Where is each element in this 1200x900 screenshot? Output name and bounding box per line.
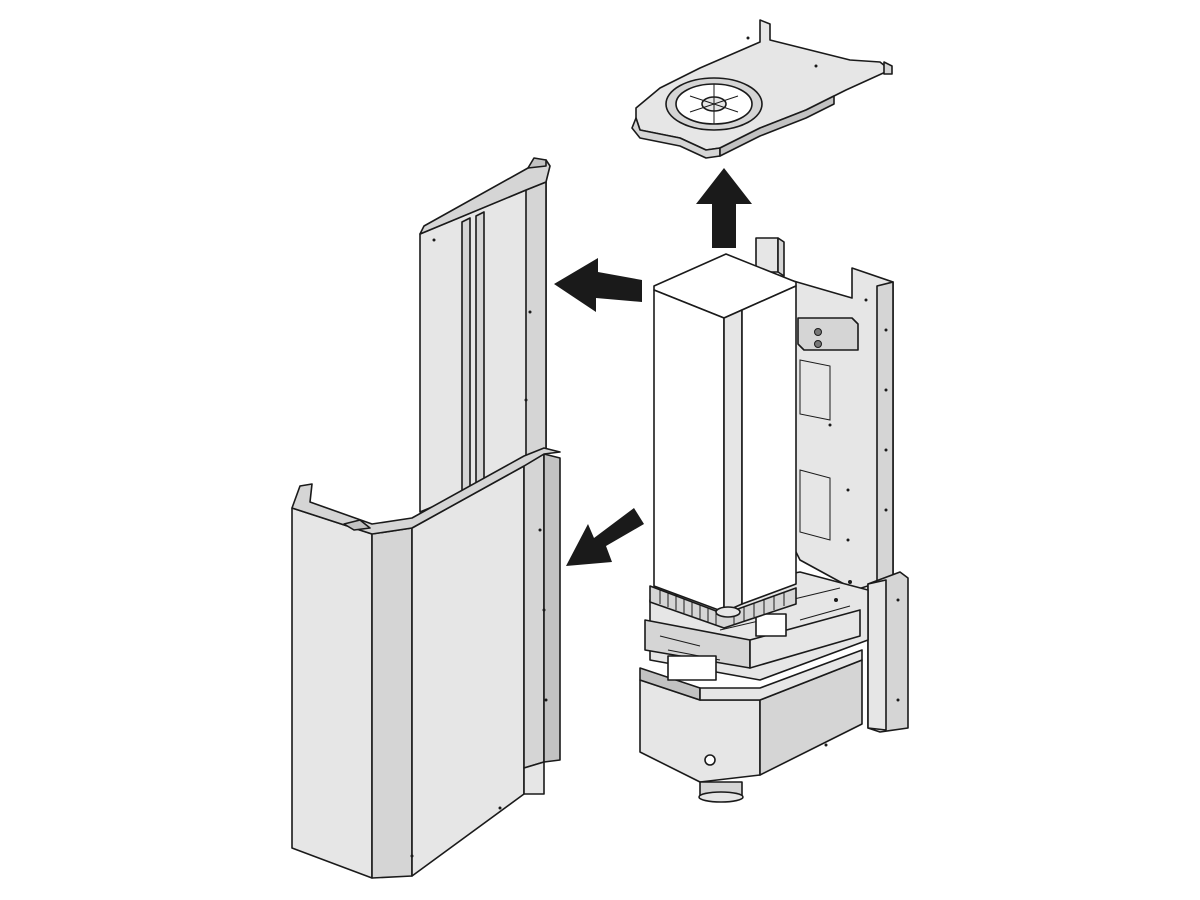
top-cover: [631, 19, 893, 159]
rear-side-panel: [419, 157, 551, 513]
arrow-up: [696, 168, 752, 248]
inner-chimney-cover: [649, 253, 797, 629]
arrow-left: [554, 258, 642, 312]
frame-front-post: [867, 571, 909, 733]
front-corner-panel: [291, 447, 561, 879]
frame: [755, 237, 894, 591]
arrow-down-left: [566, 508, 644, 566]
